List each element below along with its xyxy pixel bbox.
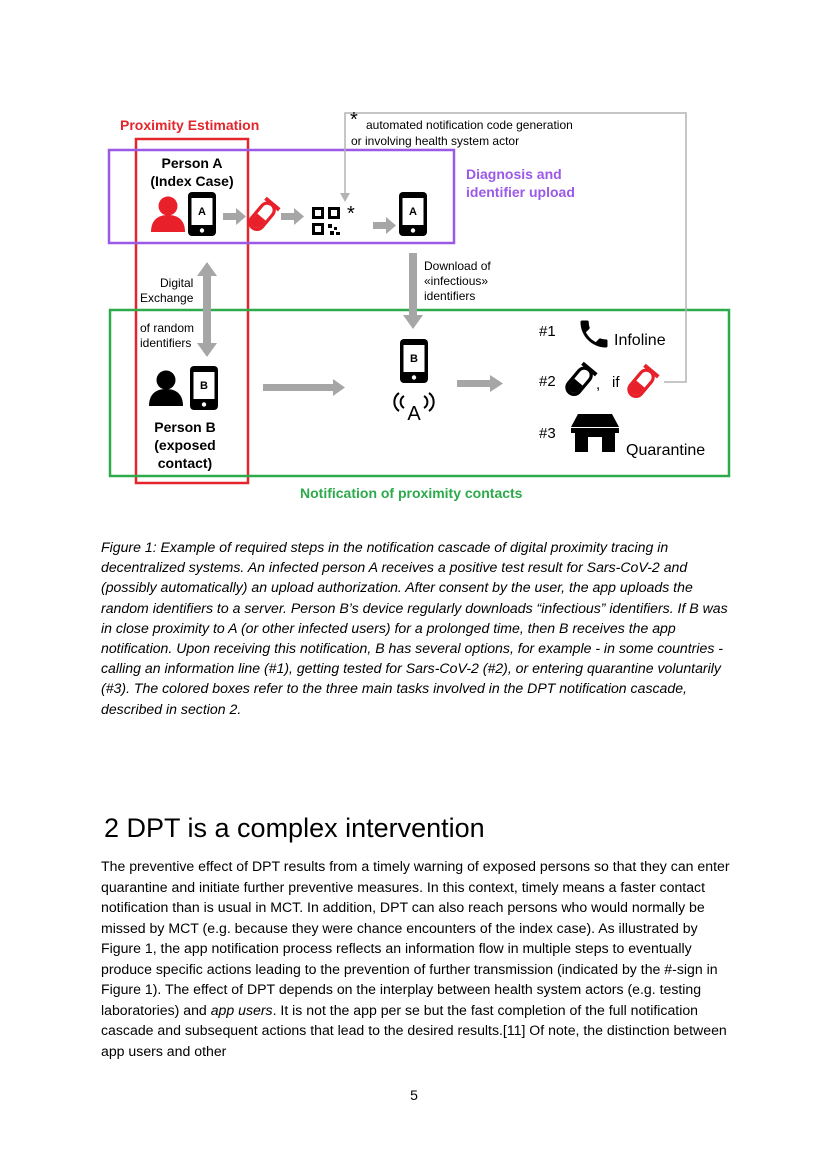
exchange-line-1: Digital [160,276,194,290]
person-a-title: Person A [161,155,223,171]
download-line-1: Download of [424,259,491,273]
option2-positive-test-tube-icon [622,362,662,403]
upload-phone-letter: A [409,206,417,218]
option2-if: if [612,374,620,391]
note-connector-line [344,112,687,383]
phone-letter-b: B [200,380,208,392]
person-a-icon [151,196,185,232]
qr-asterisk: * [347,203,355,225]
diagnosis-label-line2: identifier upload [466,184,575,200]
caption-text: Figure 1: Example of required steps in t… [101,539,728,717]
exchange-line-3: of random [140,321,195,335]
broadcast-icon [393,392,435,412]
download-line-2: «infectious» [424,274,489,288]
arrow-receiver-to-options [457,375,503,392]
person-b-title: Person B [154,419,216,435]
paragraph-text-before: The preventive effect of DPT results fro… [101,858,730,1018]
section-heading: 2 DPT is a complex intervention [104,813,485,843]
arrow-a-to-tube [223,208,246,225]
paragraph-emphasis: app users [210,1001,273,1018]
arrow-qr-to-phone [373,217,396,234]
note-line-2: or involving health system actor [351,134,520,148]
arrow-b-to-receiver [263,379,345,396]
house-icon [571,414,619,452]
paragraph: The preventive effect of DPT results fro… [101,856,737,1061]
person-b-subtitle-2: contact) [157,455,213,471]
option2-number: #2 [539,373,556,390]
option1-number: #1 [539,323,556,340]
notification-label: Notification of proximity contacts [300,485,523,501]
figure-graphics: A * A [107,112,731,485]
figure-caption: Figure 1: Example of required steps in t… [101,537,741,719]
option3-label: Quarantine [626,442,706,459]
exchange-line-2: Exchange [140,291,194,305]
note-line-1: automated notification code generation [366,118,573,132]
figure-1: A * A [0,0,828,520]
broadcast-letter: A [407,403,421,425]
page-number: 5 [410,1087,418,1103]
download-line-3: identifiers [424,289,476,303]
arrow-tube-to-qr [281,208,304,225]
note-asterisk: * [350,109,358,131]
person-b-subtitle-1: (exposed [154,437,216,453]
qr-code-icon [312,207,340,235]
phone-handset-icon [580,320,608,348]
person-b-icon [149,370,183,406]
diagnosis-upload-box [107,148,456,245]
receiver-phone-letter: B [410,353,418,365]
exchange-line-4: identifiers [140,336,192,350]
diagnosis-label-line1: Diagnosis and [466,166,562,182]
test-tube-icon [243,195,283,236]
person-a-subtitle: (Index Case) [150,173,234,189]
notification-box [108,308,731,478]
paragraph-text-after: . It is not the app per se but the fast … [101,1001,727,1059]
exchange-double-arrow [197,262,217,357]
proximity-estimation-label: Proximity Estimation [120,117,260,133]
option3-number: #3 [539,425,556,442]
option2-test-tube-icon [560,360,600,401]
option1-label: Infoline [614,332,666,349]
option2-separator: , [596,376,601,393]
phone-letter-a: A [198,206,206,218]
body-paragraph: The preventive effect of DPT results fro… [101,856,737,1061]
note-connector-arrowhead [340,193,350,202]
download-arrow [403,253,423,329]
